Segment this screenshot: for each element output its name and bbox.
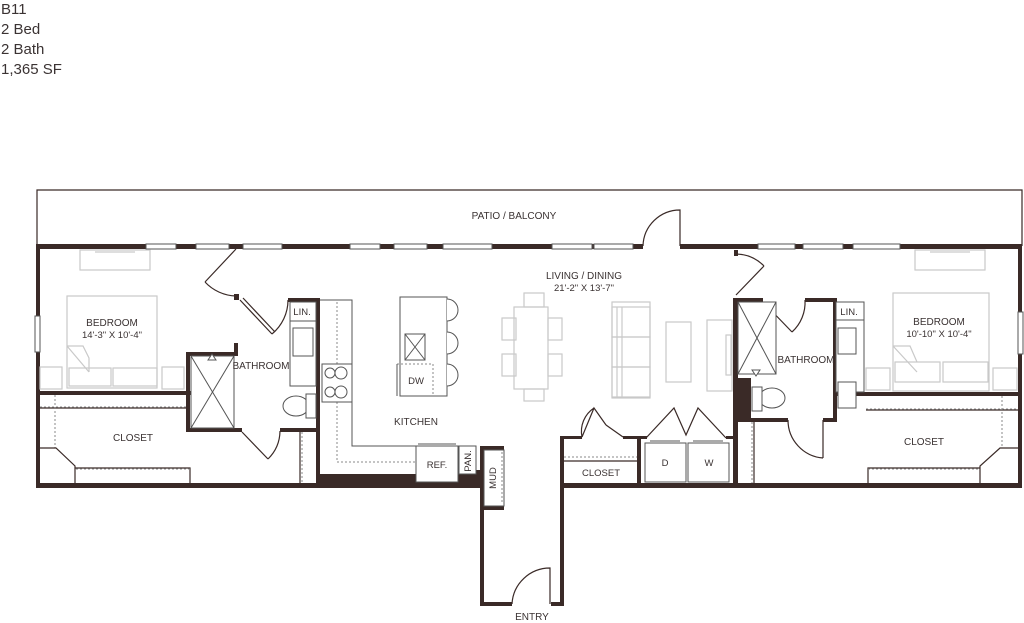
- bathroom-right-label: BATHROOM: [777, 355, 834, 366]
- dishwasher-label: DW: [408, 376, 424, 387]
- bedroom-left-label: BEDROOM: [86, 318, 138, 329]
- entry-label: ENTRY: [515, 612, 549, 623]
- left-bath-fixtures: [190, 301, 317, 429]
- doors: [204, 209, 824, 605]
- interior-walls-right: [560, 250, 1022, 488]
- hall-closet-laundry: [564, 440, 730, 483]
- closet-hall-label: CLOSET: [582, 468, 620, 479]
- toilet-right: [758, 387, 786, 409]
- unit-info: B11 2 Bed 2 Bath 1,365 SF: [1, 0, 62, 80]
- right-bedroom-furniture: [865, 249, 1018, 392]
- bedroom-left-dims: 14'-3" X 10'-4": [82, 330, 142, 341]
- toilet-left: [282, 395, 310, 417]
- linen-right-label: LIN.: [840, 307, 857, 318]
- pantry-label: PAN.: [463, 450, 474, 471]
- interior-walls-left: [36, 294, 320, 488]
- kitchen-label: KITCHEN: [394, 417, 438, 428]
- linen-left-label: LIN.: [293, 307, 310, 318]
- closet-right-label: CLOSET: [904, 437, 944, 448]
- right-closet-shelving: [751, 396, 1018, 483]
- dryer-label: D: [662, 458, 669, 469]
- bathroom-left-label: BATHROOM: [232, 361, 289, 372]
- right-bath-fixtures: [737, 301, 865, 412]
- kitchen-fixtures: [320, 296, 505, 507]
- washer-label: W: [705, 458, 714, 469]
- washer: [687, 442, 730, 483]
- pantry: [458, 445, 477, 475]
- unit-area: 1,365 SF: [1, 61, 62, 78]
- mudroom-label: MUD: [488, 467, 499, 489]
- bedroom-right-dims: 10'-10" X 10'-4": [906, 329, 971, 340]
- refrigerator-label: REF.: [427, 460, 448, 471]
- left-closet-shelving: [40, 395, 303, 483]
- left-bedroom-furniture: [39, 249, 185, 390]
- mudroom: [483, 449, 505, 507]
- refrigerator: [415, 445, 459, 483]
- exterior-walls: [36, 244, 1022, 606]
- unit-baths: 2 Bath: [1, 41, 45, 58]
- room-labels: PATIO / BALCONY LIVING / DINING 21'-2" X…: [82, 211, 972, 623]
- patio-balcony: [36, 189, 1023, 246]
- dryer: [644, 442, 687, 483]
- unit-name: B11: [1, 1, 27, 18]
- living-dims: 21'-2" X 13'-7": [554, 283, 614, 294]
- closet-left-label: CLOSET: [113, 433, 153, 444]
- living-label: LIVING / DINING: [546, 271, 622, 282]
- bedroom-right-label: BEDROOM: [913, 317, 965, 328]
- windows: [34, 243, 1024, 355]
- living-furniture: [501, 292, 733, 402]
- unit-beds: 2 Bed: [1, 21, 41, 38]
- patio-label: PATIO / BALCONY: [472, 211, 557, 222]
